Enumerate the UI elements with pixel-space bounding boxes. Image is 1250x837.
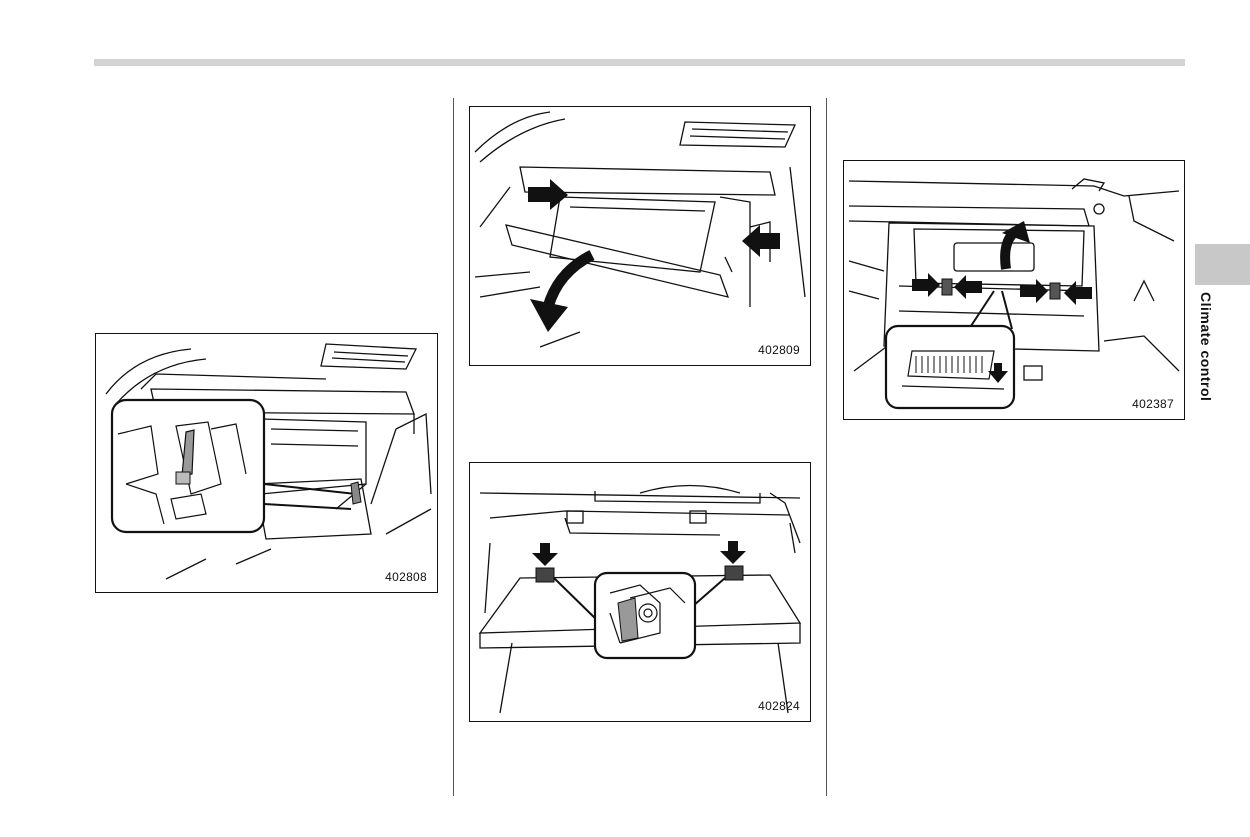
curved-arrow-up-icon xyxy=(1002,221,1030,243)
squeeze-arrows xyxy=(528,179,780,257)
figure-glove-box-hinges: 402824 xyxy=(469,462,811,722)
figure-glove-box-removal: 402809 xyxy=(469,106,811,366)
glove-box-removal-illustration xyxy=(474,111,806,348)
arrow-right-icon xyxy=(742,225,780,257)
filter-cover-illustration xyxy=(848,178,1180,410)
figure-number: 402387 xyxy=(1132,397,1174,411)
hinge-detail-inset xyxy=(593,571,697,660)
top-rule xyxy=(94,59,1185,66)
figure-number: 402824 xyxy=(758,699,800,713)
section-label: Climate control xyxy=(1198,292,1214,402)
arrow-down-icon xyxy=(988,363,1008,383)
figure-number: 402808 xyxy=(385,570,427,584)
glove-box-damper-illustration xyxy=(105,343,432,580)
column-divider-left xyxy=(453,98,454,796)
arrow-left-a-icon xyxy=(954,275,982,299)
section-tab xyxy=(1195,244,1250,285)
arrow-right-a-icon xyxy=(912,273,940,297)
damper-detail-inset xyxy=(110,398,362,534)
filter-detail-inset xyxy=(884,324,1016,410)
clip-arrows xyxy=(912,273,1092,305)
curved-arrow-down-icon xyxy=(530,299,568,332)
arrow-right-b-icon xyxy=(1020,279,1048,303)
arrow-down-left-icon xyxy=(532,543,558,566)
arrow-down-right-icon xyxy=(720,541,746,564)
arrow-left-icon xyxy=(528,179,568,210)
figure-filter-cover: 402387 xyxy=(843,160,1185,420)
arrow-left-b-icon xyxy=(1064,281,1092,305)
column-divider-right xyxy=(826,98,827,796)
press-arrows xyxy=(532,541,746,566)
glove-box-hinges-illustration xyxy=(478,484,802,714)
curved-arrow-shaft xyxy=(542,250,595,309)
figure-number: 402809 xyxy=(758,343,800,357)
figure-glove-box-damper: 402808 xyxy=(95,333,438,593)
